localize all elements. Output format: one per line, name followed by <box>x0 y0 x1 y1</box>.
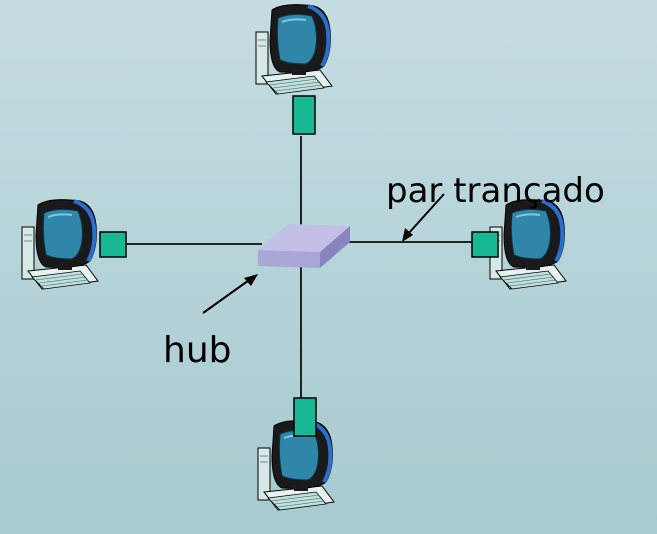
nic-port-icon <box>293 397 317 437</box>
nic-port-icon <box>471 231 499 258</box>
hub-label: hub <box>163 330 231 371</box>
nic-port-icon <box>292 95 316 135</box>
computer-icon <box>488 197 568 291</box>
computer-top <box>254 2 334 135</box>
computer-icon <box>20 197 100 291</box>
cable-label: par trançado <box>386 171 605 211</box>
computer-left <box>20 197 127 291</box>
computer-icon <box>254 2 334 96</box>
cable-arrow <box>402 193 445 242</box>
hub-arrow <box>202 274 258 314</box>
computer-right <box>471 197 568 291</box>
hub-icon <box>258 224 350 268</box>
nic-port-icon <box>99 231 127 258</box>
computer-bottom <box>256 397 336 512</box>
